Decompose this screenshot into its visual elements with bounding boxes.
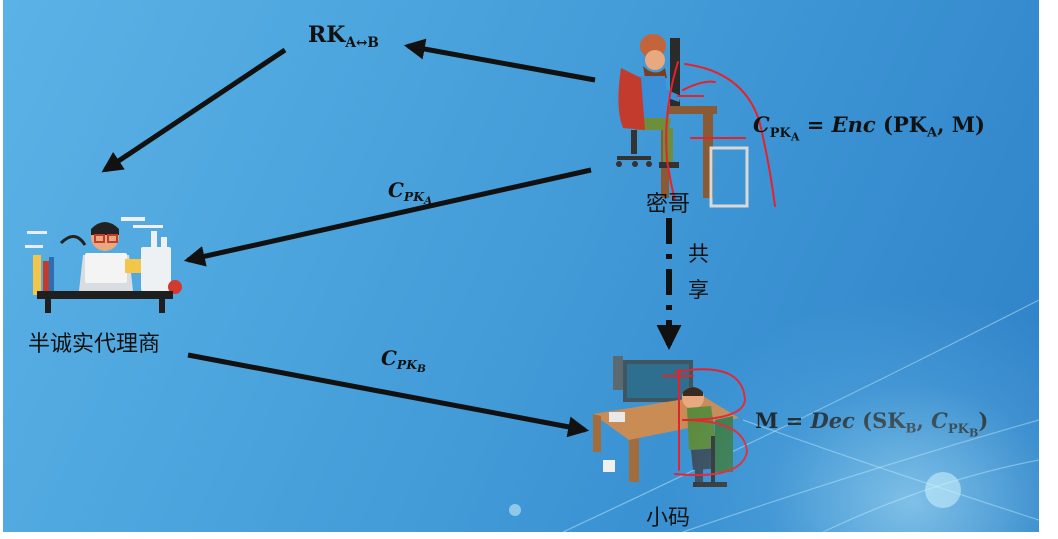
slide: RKA↔B CPKA CPKB CPKA = Enc (PKA, M) M = …	[3, 0, 1039, 532]
arrow-rekey-to-agent	[101, 47, 287, 173]
enc-equation: CPKA = Enc (PKA, M)	[753, 112, 985, 143]
alice-name-label: 密哥	[646, 192, 691, 217]
dec-equation: M = Dec (SKB, CPKB)	[755, 408, 989, 439]
arrow-alice-to-agent	[183, 167, 592, 267]
cpka-edge-label: CPKA	[388, 178, 433, 208]
diagram-canvas	[25, 34, 1039, 532]
red-annotation-strokes	[662, 61, 776, 477]
share-char-2: 享	[688, 278, 709, 302]
bob-name-label: 小码	[646, 506, 691, 531]
rekey-label: RKA↔B	[308, 22, 379, 51]
arrow-agent-to-bob	[187, 352, 590, 438]
share-char-1: 共	[688, 242, 709, 266]
cpkb-edge-label: CPKB	[381, 346, 426, 376]
share-label: 共 享	[688, 236, 709, 308]
agent-name-label: 半诚实代理商	[28, 332, 161, 357]
arrow-alice-to-rekey	[403, 38, 596, 83]
person-at-laptop-icon	[25, 217, 182, 313]
developer-at-desk-icon	[616, 34, 749, 208]
background-network-lines	[509, 299, 1039, 532]
